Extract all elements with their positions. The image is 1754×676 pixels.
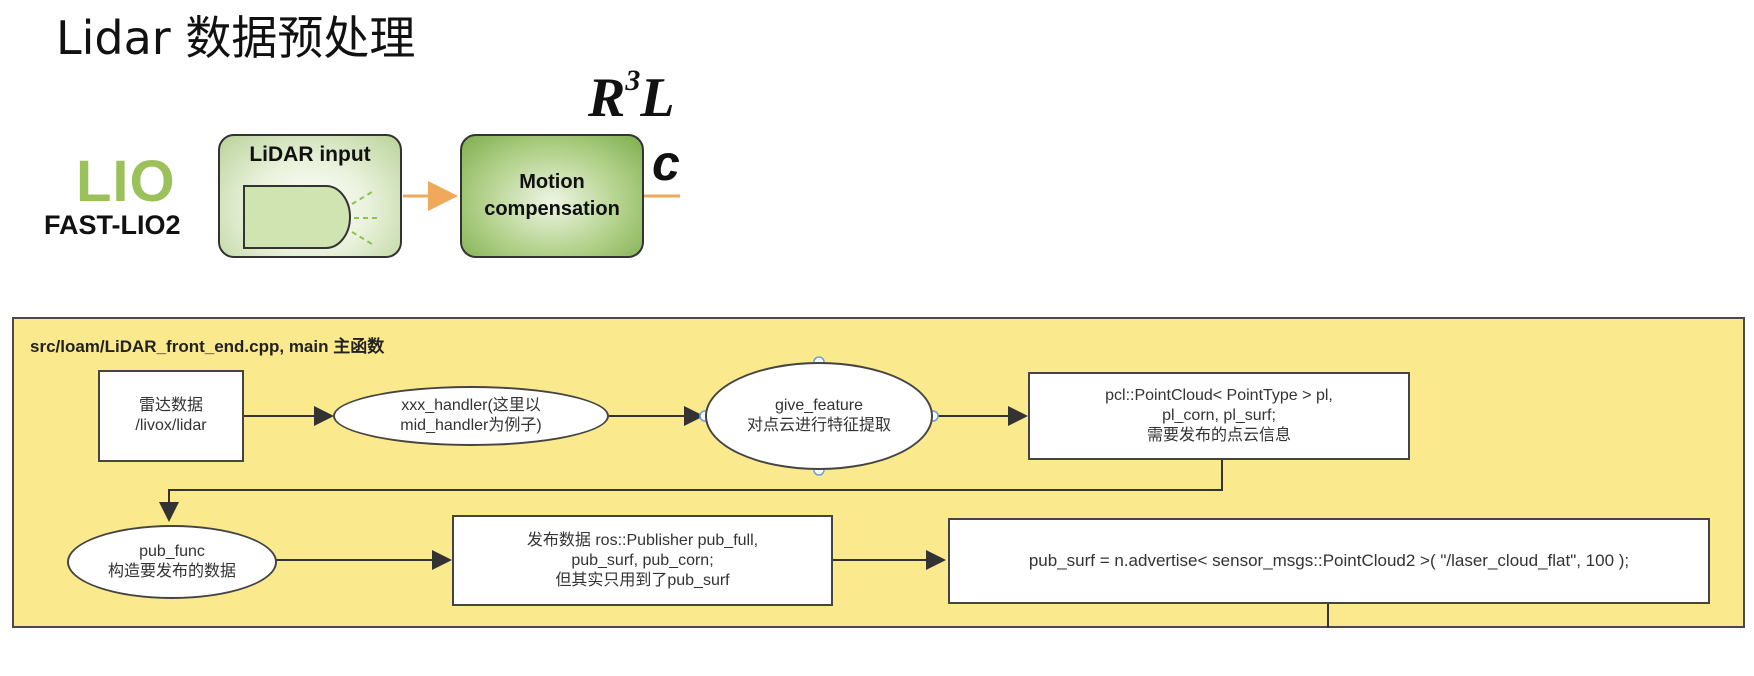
advertise-node: pub_surf = n.advertise< sensor_msgs::Poi… bbox=[948, 518, 1710, 604]
pipeline-arrows bbox=[403, 181, 680, 211]
slide-title: Lidar 数据预处理 bbox=[56, 11, 416, 65]
motion-label-line2: compensation bbox=[484, 198, 620, 220]
lidar-sensor-icon bbox=[243, 185, 378, 249]
clipped-text: c bbox=[652, 135, 680, 191]
lidar-input-label: LiDAR input bbox=[249, 143, 371, 166]
fastlio-label: FAST-LIO2 bbox=[44, 210, 181, 240]
lio-label: LIO bbox=[76, 149, 176, 214]
motion-label-line1: Motion bbox=[519, 171, 585, 193]
r3l-title: R3L bbox=[588, 64, 675, 129]
publish-data-node: 发布数据 ros::Publisher pub_full,pub_surf, p… bbox=[452, 515, 833, 606]
flowchart-title: src/loam/LiDAR_front_end.cpp, main 主函数 bbox=[30, 337, 385, 356]
radar-data-node: 雷达数据/livox/lidar bbox=[98, 370, 244, 462]
motion-compensation-box: Motion compensation bbox=[460, 134, 644, 258]
pointcloud-node: pcl::PointCloud< PointType > pl,pl_corn,… bbox=[1028, 372, 1410, 460]
lidar-input-box bbox=[218, 134, 402, 258]
